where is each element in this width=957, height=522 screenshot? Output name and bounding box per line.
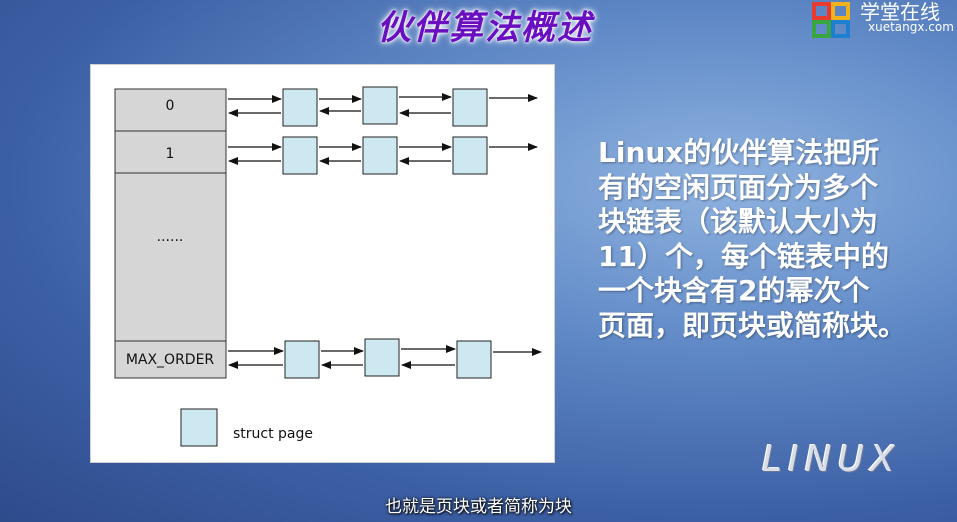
free-area-cell-1	[114, 130, 227, 174]
page-block	[362, 136, 398, 175]
description-line: 块链表（该默认大小为	[598, 205, 879, 238]
legend-swatch	[180, 408, 218, 447]
description-line: 一个块含有2的幂次个	[598, 274, 870, 307]
video-caption: 也就是页块或者简称为块	[385, 497, 572, 517]
buddy-diagram: 0 1 ...... MAX_ORDER	[90, 64, 555, 463]
xuetangx-logo: 学堂在线 xuetangx.com	[812, 0, 957, 42]
free-area-cell-0	[114, 88, 227, 132]
logo-url: xuetangx.com	[868, 20, 954, 34]
page-list-row-0	[228, 86, 538, 127]
slide-title: 伙伴算法概述	[377, 8, 593, 48]
description-line: Linux的伙伴算法把所	[598, 136, 880, 169]
page-block	[362, 86, 398, 125]
row-label-max-order: MAX_ORDER	[126, 352, 215, 368]
page-block	[456, 340, 492, 379]
free-area-cell-max-order	[114, 340, 227, 379]
page-list-row-max-order	[228, 338, 542, 379]
page-list-row-1	[228, 136, 538, 175]
legend-label: struct page	[233, 426, 313, 442]
page-block	[452, 136, 488, 175]
buddy-diagram-svg: 0 1 ...... MAX_ORDER	[114, 86, 542, 447]
description-line: 11）个，每个链表中的	[598, 239, 889, 273]
description-line: 页面，即页块或简称块。	[598, 308, 907, 342]
row-label-1: 1	[166, 146, 175, 162]
description-line: 有的空闲页面分为多个	[598, 170, 879, 204]
row-label-0: 0	[166, 98, 175, 114]
page-block	[282, 88, 318, 127]
logo-name: 学堂在线	[860, 0, 940, 24]
row-label-ellipsis: ......	[157, 229, 184, 245]
description-text: Linux的伙伴算法把所 有的空闲页面分为多个 块链表（该默认大小为 11）个，…	[598, 136, 928, 343]
page-block	[282, 136, 318, 175]
xuetangx-logo-icon	[812, 2, 850, 38]
page-block	[452, 88, 488, 127]
page-block	[364, 338, 400, 377]
linux-watermark: LINUX	[762, 439, 901, 480]
page-block	[284, 340, 320, 379]
free-area-cell-middle	[114, 172, 227, 342]
